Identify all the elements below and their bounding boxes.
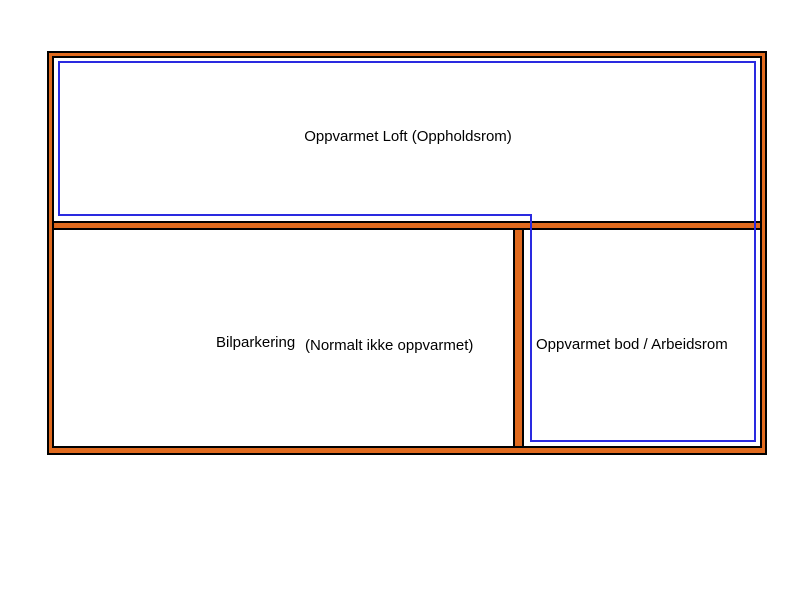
outer-wall [47, 51, 767, 455]
room-divider-wall [513, 228, 524, 448]
floor-divider-wall [52, 221, 762, 230]
parking-note: (Normalt ikke oppvarmet) [305, 337, 473, 354]
heated-zone-boundary [58, 61, 756, 442]
parking-label: Bilparkering [216, 334, 295, 351]
storage-label: Oppvarmet bod / Arbeidsrom [536, 336, 728, 353]
loft-label: Oppvarmet Loft (Oppholdsrom) [304, 128, 512, 145]
